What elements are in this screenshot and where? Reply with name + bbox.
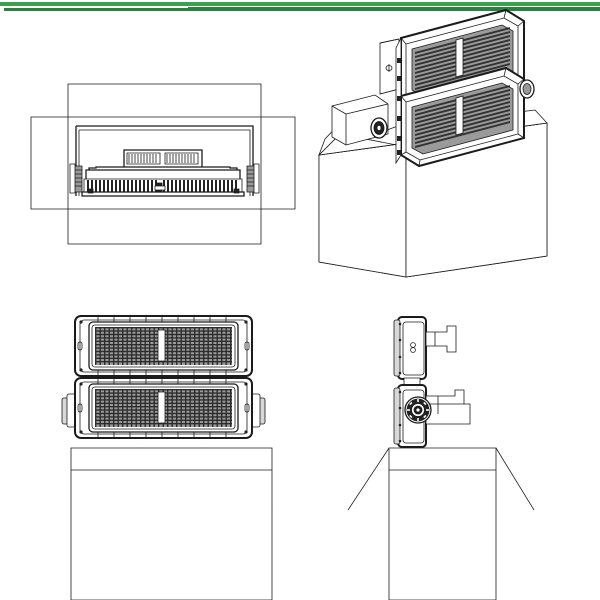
view-isometric [319, 10, 547, 277]
led-module-upper-front [75, 316, 252, 376]
driver-vent-slots-left [129, 154, 156, 163]
view-side [348, 317, 534, 600]
led-array-upper [95, 327, 232, 365]
carton-isometric [319, 110, 547, 277]
trunnion-knob-side [405, 397, 431, 423]
module-edge-upper [394, 317, 426, 379]
top-green-rule-light [0, 2, 600, 6]
inner-carton-outline [31, 117, 295, 209]
trunnion-knob-left-iso [371, 118, 387, 138]
yoke-arm-upper [426, 326, 456, 352]
base-plate [82, 192, 244, 196]
foot-right [234, 189, 239, 193]
led-module-lower-front [75, 378, 252, 438]
driver-vent-slots-right [167, 154, 194, 163]
luminaire-front [62, 316, 265, 438]
corner-bolts-lower [79, 382, 248, 434]
driver-housing [124, 150, 202, 168]
heat-sink-fins [84, 179, 242, 193]
edge-bolts-lower [398, 390, 402, 443]
mounting-bracket-right [247, 164, 259, 193]
carton-front-left [71, 448, 272, 600]
view-section [31, 84, 295, 244]
side-vent-marks [77, 341, 250, 413]
centre-slot-lower-iso [456, 96, 463, 135]
knob-teeth [407, 399, 429, 421]
led-dots-upper [95, 327, 232, 365]
edge-bolts-upper [398, 322, 402, 375]
led-array-lower [95, 389, 232, 427]
frame-ribs-upper [97, 316, 227, 376]
rear-plate-iso [380, 39, 399, 94]
side-bracket-left [62, 394, 76, 427]
luminaire-body [86, 167, 240, 180]
luminaire-isometric [332, 10, 534, 166]
luminaire-side [394, 317, 470, 447]
corner-bolts-upper [79, 320, 248, 372]
centre-slot-lower-front [158, 392, 165, 423]
trunnion-knob-right-iso [520, 80, 534, 98]
view-front [62, 316, 272, 600]
carton-flap-left-side [348, 448, 389, 510]
yoke-arm-lower [426, 390, 470, 424]
centre-slot-upper-front [158, 330, 165, 361]
top-green-rule-dark-left [4, 8, 188, 11]
carton-flap-right-side [496, 448, 534, 510]
led-module-lower-iso [401, 68, 524, 166]
cable-gland-symbol-upper [411, 343, 416, 353]
fin-group [87, 180, 237, 192]
centre-slot-upper-iso [456, 38, 463, 77]
frame-ribs-lower [97, 378, 227, 438]
side-bracket-right [251, 394, 265, 427]
top-green-rule-dark [188, 7, 600, 11]
carton-front-right [348, 448, 534, 600]
side-strip-bolts [397, 58, 401, 155]
mounting-bracket-left [70, 164, 82, 193]
foot-left [88, 189, 93, 193]
